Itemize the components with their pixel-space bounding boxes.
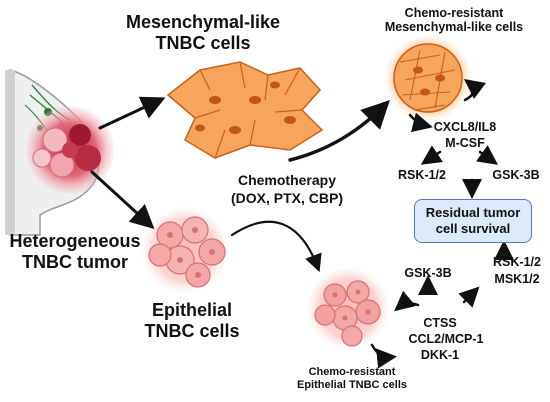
epithelial-cells [141,206,229,294]
msk-label: MSK1/2 [494,272,540,286]
chemo-resistant-epithelial-cells [306,266,390,350]
mcsf-label: M-CSF [445,136,485,150]
arrow-to-rsk-top [420,145,444,165]
ccl2-label: CCL2/MCP-1 [408,332,484,346]
chemo-drugs-label: (DOX, PTX, CBP) [230,190,343,206]
rsk-top-label: RSK-1/2 [398,168,446,182]
arrow-tumor-to-mesenchymal [98,96,166,130]
chemo-resistant-mesenchymal-label: Chemo-resistant Mesenchymal-like cells [384,6,524,35]
cxcl8-label: CXCL8/IL8 [433,120,497,134]
arrow-tumor-to-epithelial [90,170,155,230]
chemo-resistant-epithelial-label: Chemo-resistant Epithelial TNBC cells [296,366,408,391]
mesenchymal-cells [166,61,324,159]
arrows [90,78,514,369]
arrow-to-gsk-top [475,145,499,165]
arrow-rsk-bottom [458,286,480,308]
arrow-resistant-mes-loop [463,78,486,102]
arrow-mesenchymal-to-resistant [288,100,390,162]
gsk-top-label: GSK-3B [492,168,540,182]
ctss-label: CTSS [423,316,457,330]
heterogeneous-tumor-label: Heterogeneous TNBC tumor [9,231,141,272]
arrow-epi-to-dkk [370,343,397,369]
arrow-epithelial-to-resistant [230,220,322,273]
chemo-resistant-mesenchymal-cells [384,34,472,122]
chemotherapy-label: Chemotherapy [237,172,337,188]
epithelial-label: Epithelial TNBC cells [144,300,240,341]
mesenchymal-title: Mesenchymal-like TNBC cells [125,12,281,53]
gsk-bottom-label: GSK-3B [404,266,452,280]
dkk-label: DKK-1 [420,348,460,362]
rsk-bottom-label: RSK-1/2 [493,255,541,269]
arrow-mes-to-cxcl8 [408,112,433,133]
arrow-ctss-to-epi [394,290,420,312]
residual-survival-box: Residual tumor cell survival [414,199,532,243]
